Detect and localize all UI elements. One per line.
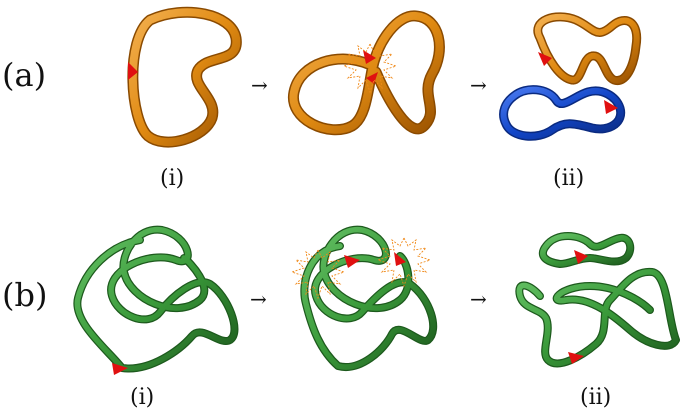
row-b-label: (b) <box>2 276 47 314</box>
reconnection-spark-icon <box>342 42 398 94</box>
direction-arrow-icon <box>394 252 406 266</box>
transition-arrow-b1: → <box>250 287 267 311</box>
reconnection-spark-icon <box>290 248 346 300</box>
row-a-knot-blue-result <box>499 85 626 141</box>
row-a-label: (a) <box>2 56 46 94</box>
direction-arrow-icon <box>112 363 128 375</box>
row-b-knot-reconnecting <box>290 225 438 371</box>
row-b-sublabel-ii: (ii) <box>580 385 611 410</box>
direction-arrow-icon <box>538 52 552 66</box>
row-b-sublabel-i: (i) <box>130 385 154 410</box>
direction-arrow-icon <box>344 255 360 268</box>
direction-arrow-icon <box>128 62 138 80</box>
transition-arrow-a2: → <box>470 73 487 97</box>
direction-arrow-icon <box>574 250 588 264</box>
row-a-knot-initial <box>127 6 242 148</box>
row-a-sublabel-i: (i) <box>160 166 184 191</box>
reconnection-spark-icon <box>376 236 432 288</box>
direction-arrow-icon <box>604 100 618 114</box>
direction-arrow-icon <box>363 50 376 64</box>
row-b-knot-initial <box>73 225 239 375</box>
direction-arrow-icon <box>568 352 584 364</box>
transition-arrow-a1: → <box>251 73 268 97</box>
transition-arrow-b2: → <box>470 287 487 311</box>
row-b-knot-result <box>515 232 680 368</box>
row-a-knot-orange-result <box>533 12 642 85</box>
row-a-sublabel-ii: (ii) <box>553 166 584 191</box>
row-a-knot-reconnecting <box>288 10 445 136</box>
